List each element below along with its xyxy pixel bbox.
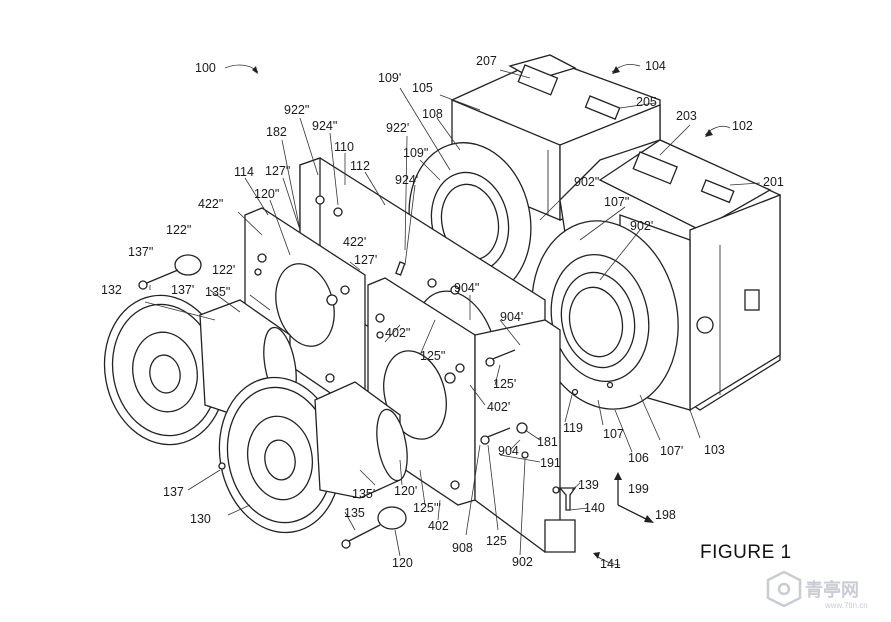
screw-139 <box>558 487 577 511</box>
label-122pp: 122" <box>166 223 191 237</box>
label-110: 110 <box>334 140 354 154</box>
label-100: 100 <box>195 61 216 75</box>
label-205: 205 <box>636 95 657 109</box>
label-198: 198 <box>655 508 676 522</box>
screw-125 <box>480 427 511 445</box>
label-102: 102 <box>732 119 753 133</box>
lens-132 <box>103 294 297 446</box>
watermark: 青亭网 www.7tin.cn <box>766 570 868 610</box>
label-904pp: 904" <box>454 281 479 295</box>
label-402: 402 <box>428 519 449 533</box>
label-902p: 902' <box>630 219 653 233</box>
label-402pp: 402" <box>385 326 410 340</box>
label-108: 108 <box>422 107 443 121</box>
label-422p: 422' <box>343 235 366 249</box>
label-904p: 904' <box>500 310 523 324</box>
label-135p: 135' <box>352 487 375 501</box>
label-125pp2: 125" <box>420 349 445 363</box>
label-119: 119 <box>563 421 583 435</box>
lens-130 <box>218 376 408 534</box>
label-122p: 122' <box>212 263 235 277</box>
label-139: 139 <box>578 478 599 492</box>
label-135: 135 <box>344 506 365 520</box>
watermark-logo-icon <box>766 570 802 608</box>
label-207: 207 <box>476 54 497 68</box>
label-120pp: 120" <box>254 187 279 201</box>
label-127pp: 127" <box>265 164 290 178</box>
knob-122pp <box>138 254 202 290</box>
label-137pp: 137" <box>128 245 153 259</box>
label-924p: 924' <box>395 173 418 187</box>
label-107p: 107' <box>660 444 683 458</box>
label-182: 182 <box>266 125 287 139</box>
label-107: 107 <box>603 427 624 441</box>
label-109pp: 109" <box>403 146 428 160</box>
label-908: 908 <box>452 541 473 555</box>
label-140: 140 <box>584 501 605 515</box>
label-141: 141 <box>600 557 621 571</box>
label-105: 105 <box>412 81 433 95</box>
label-120: 120 <box>392 556 413 570</box>
label-125ppp: 125''' <box>413 501 441 515</box>
label-137p: 137' <box>171 283 194 297</box>
label-120p: 120' <box>394 484 417 498</box>
label-203: 203 <box>676 109 697 123</box>
reference-labels: 100 207 104 105 109' 205 203 102 922" 92… <box>101 54 784 571</box>
watermark-text: 青亭网 <box>805 579 859 600</box>
axis-indicator <box>614 472 654 523</box>
label-924pp: 924" <box>312 119 337 133</box>
label-109p: 109' <box>378 71 401 85</box>
label-125p: 125' <box>493 377 516 391</box>
label-127p: 127' <box>354 253 377 267</box>
label-112: 112 <box>350 159 370 173</box>
screw-125-prime <box>485 349 516 367</box>
label-199: 199 <box>628 482 649 496</box>
label-422pp: 422" <box>198 197 223 211</box>
label-902: 902 <box>512 555 533 569</box>
label-104: 104 <box>645 59 666 73</box>
label-130: 130 <box>190 512 211 526</box>
knob-120 <box>341 506 407 549</box>
label-902pp: 902" <box>574 175 599 189</box>
label-201: 201 <box>763 175 784 189</box>
label-106: 106 <box>628 451 649 465</box>
label-904: 904 <box>498 444 519 458</box>
label-114: 114 <box>234 165 254 179</box>
label-125: 125 <box>486 534 507 548</box>
label-402p: 402' <box>487 400 510 414</box>
plate-191 <box>474 319 576 553</box>
label-107pp: 107" <box>604 195 629 209</box>
label-132: 132 <box>101 283 122 297</box>
label-922p: 922' <box>386 121 409 135</box>
screw-137 <box>218 462 226 470</box>
label-137: 137 <box>163 485 184 499</box>
plate-114 <box>244 207 366 406</box>
leader-lines <box>144 63 761 566</box>
label-181: 181 <box>537 435 558 449</box>
label-191: 191 <box>540 456 561 470</box>
label-103: 103 <box>704 443 725 457</box>
figure-title: FIGURE 1 <box>700 542 792 563</box>
label-922pp: 922" <box>284 103 309 117</box>
label-135pp: 135" <box>205 285 230 299</box>
watermark-url: www.7tin.cn <box>824 601 868 610</box>
